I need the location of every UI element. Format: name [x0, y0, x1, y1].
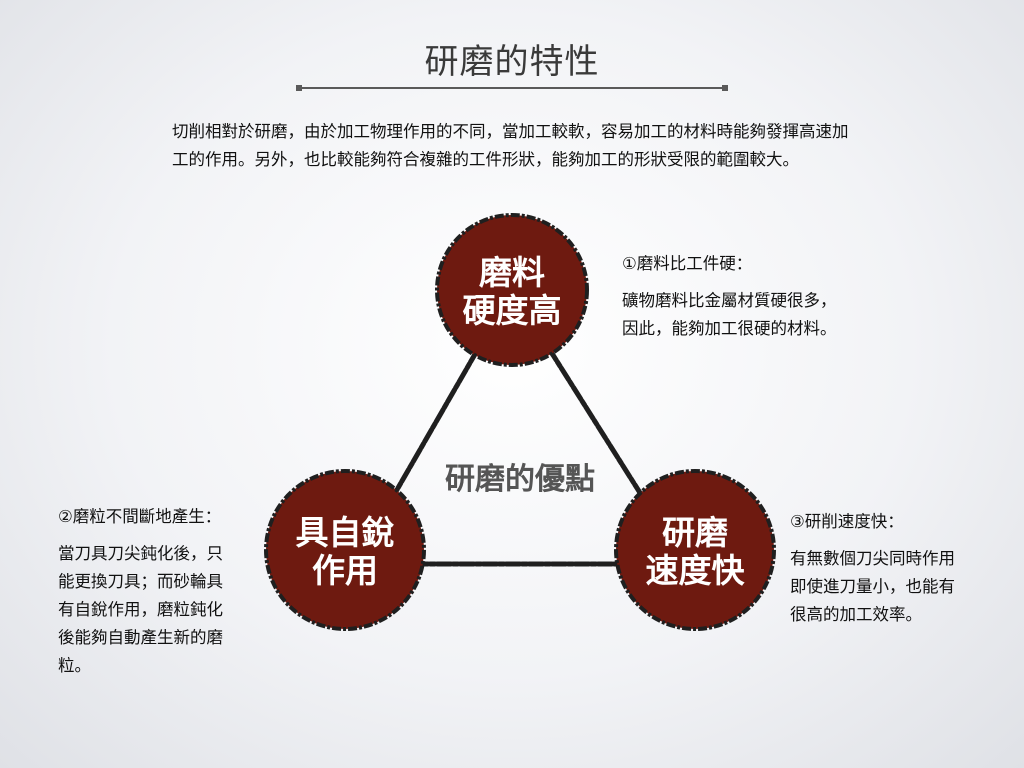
intro-paragraph: 切削相對於研磨，由於加工物理作用的不同，當加工較軟，容易加工的材料時能夠發揮高速… — [172, 122, 849, 169]
node-right-circle — [614, 469, 776, 631]
node-right-label: 研磨 速度快 — [645, 513, 745, 590]
node-top-circle — [435, 213, 589, 367]
note-hardness: ①磨料比工件硬： 礦物磨料比金屬材質硬很多， 因此，能夠加工很硬的材料。 — [622, 250, 837, 343]
note-self-sharpening-body: 當刀具刀尖鈍化後，只 能更換刀具；而砂輪具 有自銳作用，磨粒鈍化 後能夠自動產生… — [58, 544, 223, 675]
node-left-label: 具自銳 作用 — [295, 513, 395, 590]
node-left-circle — [264, 469, 426, 631]
note-self-sharpening-heading: ②磨粒不間斷地產生： — [58, 507, 222, 526]
center-label: 研磨的優點 — [445, 462, 595, 497]
title-divider — [296, 85, 728, 91]
note-speed: ③研削速度快： 有無數個刀尖同時作用 即使進刀量小，也能有 很高的加工效率。 — [790, 508, 955, 629]
note-hardness-heading: ①磨料比工件硬： — [622, 254, 753, 273]
page-title: 研磨的特性 — [424, 42, 600, 82]
note-hardness-body: 礦物磨料比金屬材質硬很多， 因此，能夠加工很硬的材料。 — [622, 291, 837, 338]
note-speed-body: 有無數個刀尖同時作用 即使進刀量小，也能有 很高的加工效率。 — [790, 549, 955, 624]
note-self-sharpening: ②磨粒不間斷地產生： 當刀具刀尖鈍化後，只 能更換刀具；而砂輪具 有自銳作用，磨… — [58, 503, 223, 680]
node-top-label: 磨料 硬度高 — [462, 253, 562, 330]
note-speed-heading: ③研削速度快： — [790, 512, 904, 531]
